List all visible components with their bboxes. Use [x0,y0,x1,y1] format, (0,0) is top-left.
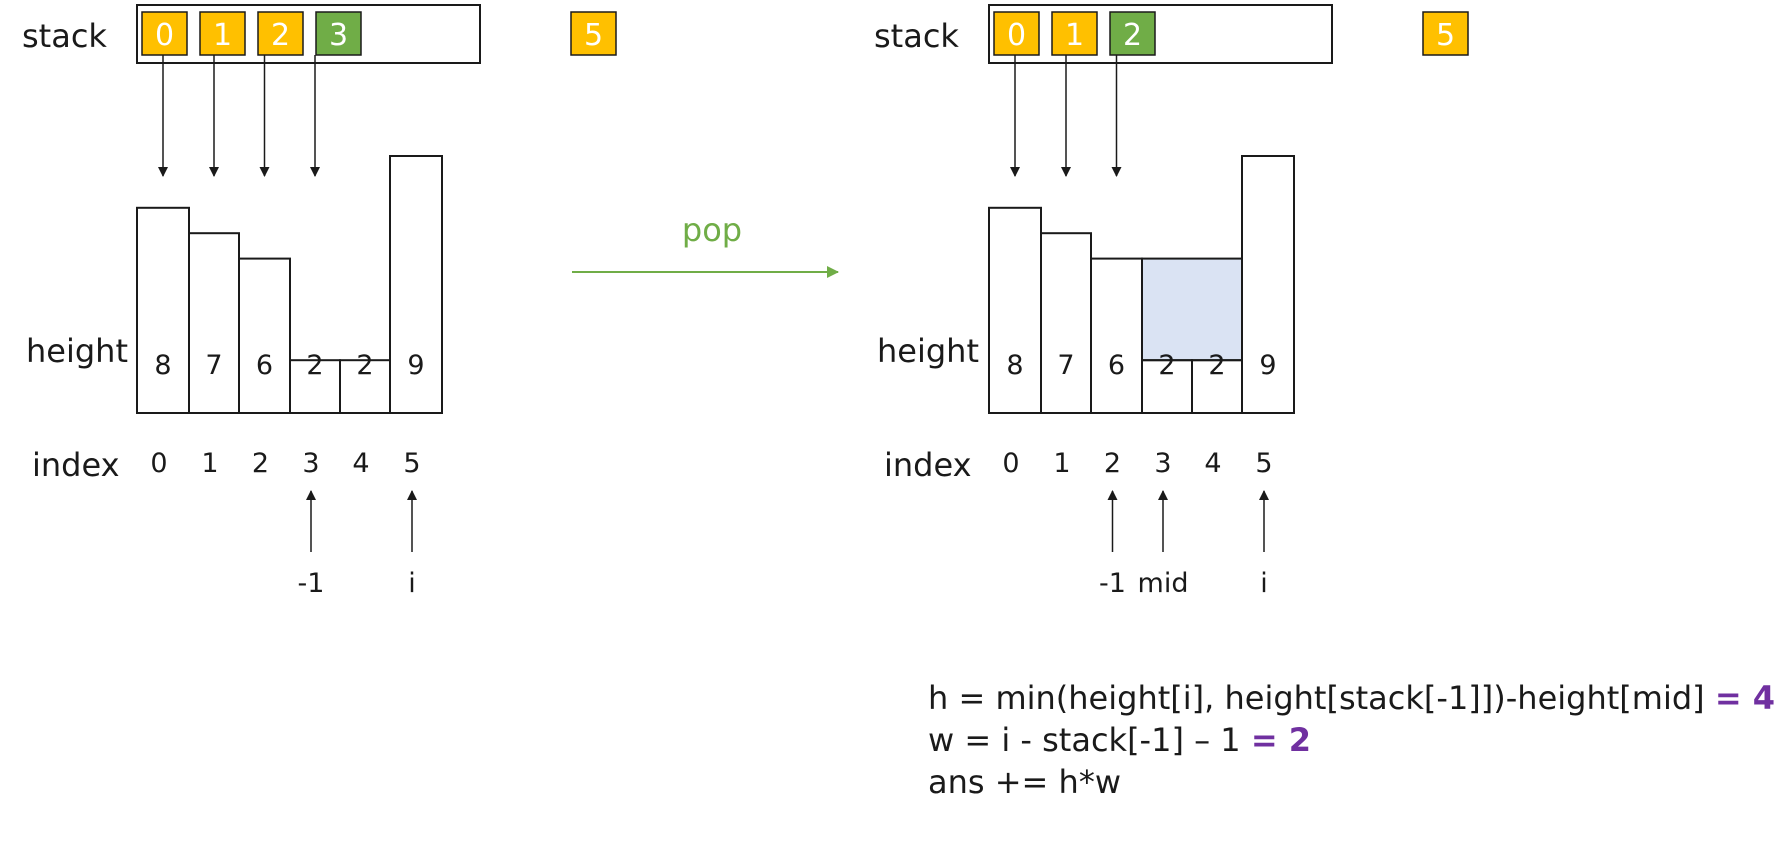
index-value: 0 [150,448,167,479]
height-value: 2 [356,350,373,381]
height-value: 8 [1006,350,1023,381]
height-bar [136,206,190,414]
formula-h-result: = 4 [1714,679,1775,717]
height-bar [1040,232,1092,414]
stack-cell-text: 1 [213,18,232,53]
current-cell [1422,11,1469,56]
pointer-label: mid [1138,568,1189,599]
height-bars: 8 7 6 2 2 9 [988,155,1295,415]
height-value: 9 [1259,350,1276,381]
height-value: 2 [1208,350,1225,381]
stack-label: stack [22,17,107,55]
formula-w: w = i - stack[-1] – 1 = 2 [928,720,1311,760]
index-value: 1 [201,448,218,479]
current-cell [570,11,617,56]
height-label: height [877,332,979,370]
height-value: 9 [407,350,424,381]
stack-cell [199,11,246,56]
stack-cell [141,11,188,56]
stack-cell [315,11,362,56]
current-element: 5 [570,11,617,56]
stack-box [136,4,481,64]
index-value: 1 [1053,448,1070,479]
height-value: 6 [1108,350,1125,381]
stack-pointer-arrows [1010,55,1122,177]
stack-box [988,4,1333,64]
formula-h-text: h = min(height[i], height[stack[-1]])-he… [928,679,1715,717]
stack-cell [257,11,304,56]
index-value: 5 [403,448,420,479]
pop-label: pop [682,211,742,249]
stack-cells: 0 1 2 3 [141,11,362,56]
index-label: index [884,446,972,484]
index-pointers: -1 i [298,490,417,599]
pointer-label: i [408,568,416,599]
stack-cell-text: 1 [1065,18,1084,53]
stack-cell-text: 0 [155,18,174,53]
pointer-label: -1 [298,568,325,599]
height-bar [988,206,1042,414]
height-bar [1241,155,1295,414]
formula-w-result: = 2 [1250,721,1312,759]
current-element: 5 [1422,11,1469,56]
stack-pointer-arrows [158,55,320,177]
height-value: 2 [1158,350,1175,381]
formula-ans-text: ans += h*w [928,763,1121,801]
pointer-label: i [1260,568,1268,599]
height-value: 8 [154,350,171,381]
index-value: 3 [302,448,319,479]
transition: pop [572,211,839,278]
index-pointers: -1 mid i [1099,490,1269,599]
index-value: 3 [1154,448,1171,479]
height-value: 2 [306,350,323,381]
index-value: 0 [1002,448,1019,479]
stack-cell-text: 0 [1007,18,1026,53]
index-row: 0 1 2 3 4 5 [150,448,420,479]
pointer-label: -1 [1099,568,1126,599]
height-value: 7 [1057,350,1074,381]
stack-cell [993,11,1040,56]
formula-ans: ans += h*w [928,762,1121,802]
height-value: 7 [205,350,222,381]
stack-cell-text: 2 [271,18,290,53]
formula-w-text: w = i - stack[-1] – 1 [928,721,1251,759]
stack-cell [1051,11,1098,56]
current-cell-text: 5 [1436,18,1455,53]
stack-cell-text: 3 [329,18,348,53]
water-fill [1141,257,1243,362]
index-row: 0 1 2 3 4 5 [1002,448,1272,479]
stack-label: stack [874,17,959,55]
panel-after: stack 0 1 2 5 8 7 6 2 2 9 height index 0 1 2 3 4 5 -… [874,4,1469,599]
height-bar [389,155,443,414]
index-value: 4 [352,448,369,479]
height-bar [188,232,240,414]
height-bar [238,257,291,414]
stack-cell [1109,11,1156,56]
index-label: index [32,446,120,484]
height-label: height [26,332,128,370]
water-area [1141,257,1243,362]
height-bar [1090,257,1143,414]
current-cell-text: 5 [584,18,603,53]
index-value: 2 [252,448,269,479]
index-value: 2 [1104,448,1121,479]
stack-cells: 0 1 2 [993,11,1156,56]
height-value: 6 [256,350,273,381]
index-value: 5 [1255,448,1272,479]
height-bars: 8 7 6 2 2 9 [136,155,443,415]
formula-h: h = min(height[i], height[stack[-1]])-he… [928,678,1775,718]
stack-cell-text: 2 [1123,18,1142,53]
index-value: 4 [1204,448,1221,479]
